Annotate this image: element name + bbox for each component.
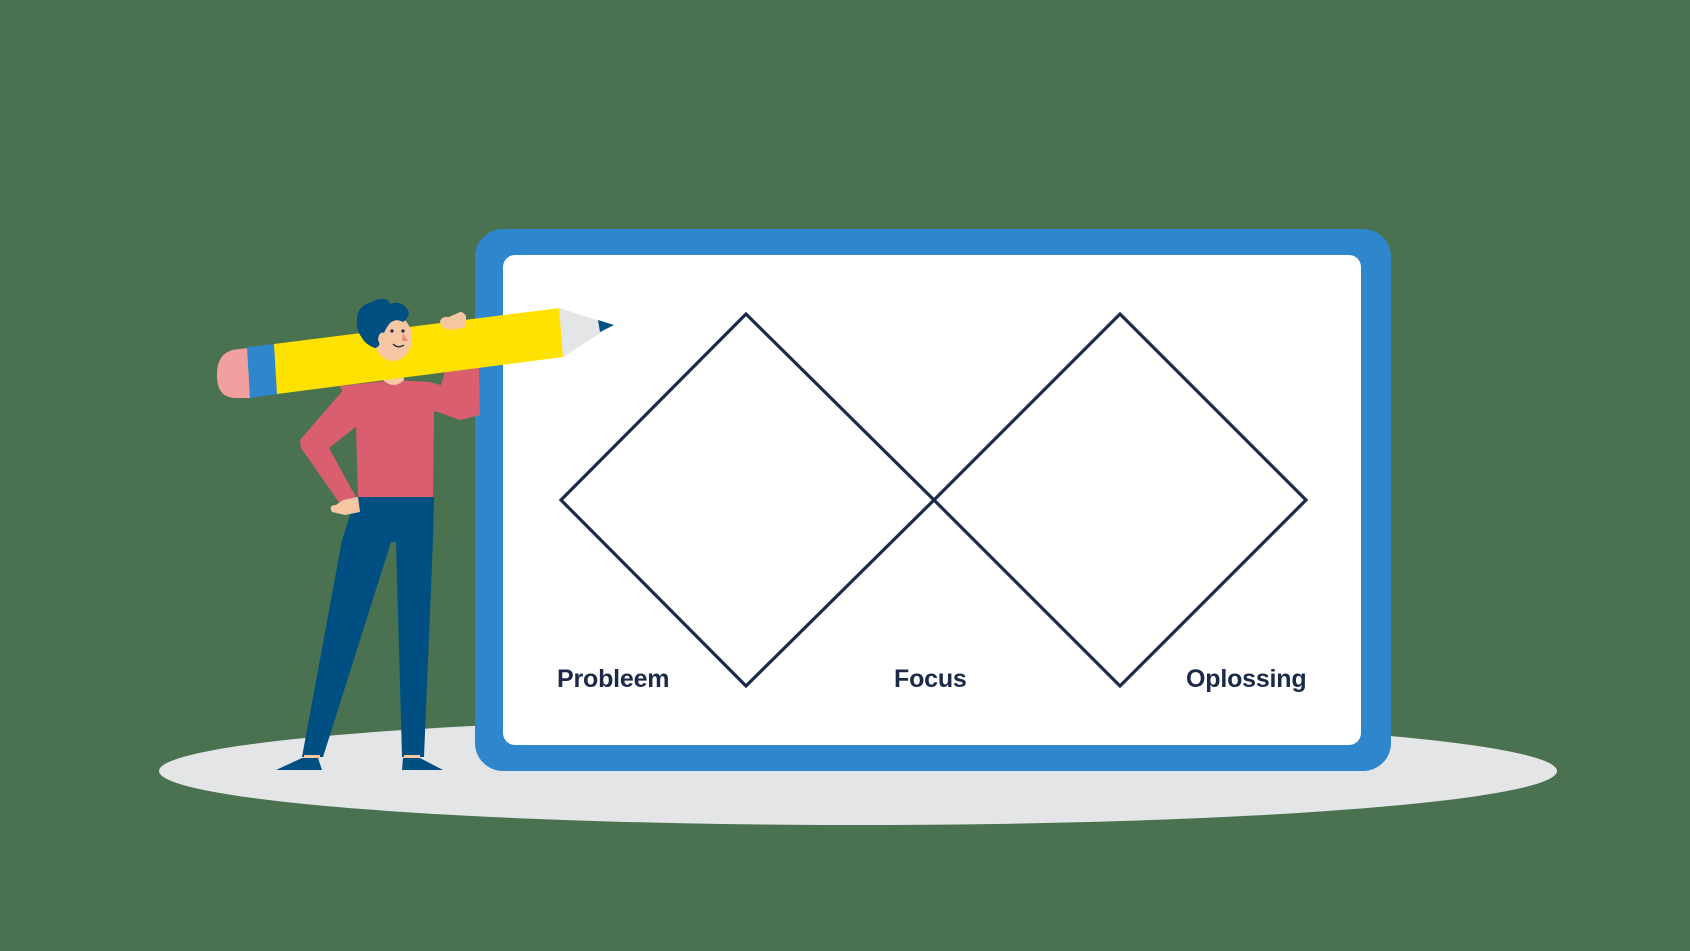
person-right-hand xyxy=(440,312,466,330)
diamond-solution xyxy=(931,311,1309,689)
double-diamond xyxy=(558,311,1309,689)
pencil-body xyxy=(274,308,563,394)
diamond-problem xyxy=(558,311,937,689)
person-eye-right xyxy=(401,329,405,333)
person-left-arm xyxy=(300,388,358,508)
person-left-shoe xyxy=(276,758,322,770)
person-right-ankle xyxy=(404,755,420,759)
person-smile xyxy=(392,343,405,348)
person-eye-left xyxy=(390,329,394,333)
label-focus: Focus xyxy=(894,665,967,693)
label-problem: Probleem xyxy=(557,665,670,693)
person-right-shoe xyxy=(402,758,443,770)
label-solution: Oplossing xyxy=(1186,665,1307,693)
pencil-band xyxy=(247,344,278,398)
person-torso xyxy=(340,380,460,497)
person-left-leg xyxy=(302,497,392,757)
pencil-lead xyxy=(598,320,614,332)
person-head xyxy=(356,298,412,361)
pencil-eraser-icon xyxy=(216,348,250,399)
person-left-ankle xyxy=(304,755,320,759)
person-hair xyxy=(356,298,409,348)
person-right-leg xyxy=(385,497,434,757)
pencil-tip xyxy=(559,308,613,357)
person-figure xyxy=(276,330,480,770)
person-nose xyxy=(402,333,408,341)
person-left-hand xyxy=(330,497,360,515)
pencil xyxy=(216,308,614,399)
